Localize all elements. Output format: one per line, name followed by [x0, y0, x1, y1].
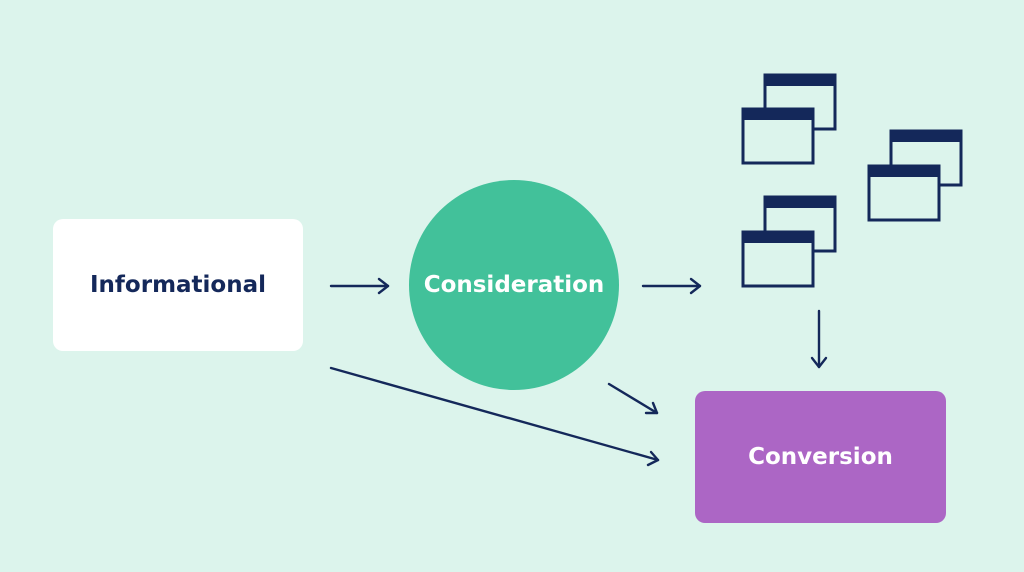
- arrow-consideration-to-pages: [641, 277, 702, 295]
- consideration-label: Consideration: [423, 272, 605, 298]
- informational-label: Informational: [89, 272, 267, 298]
- conversion-label: Conversion: [748, 444, 893, 470]
- consideration-circle: Consideration: [409, 180, 619, 390]
- arrow-pages-to-conversion: [810, 309, 828, 369]
- browser-windows-icon: [867, 129, 963, 222]
- browser-windows-icon: [741, 195, 837, 288]
- conversion-box: Conversion: [695, 391, 946, 523]
- informational-box: Informational: [53, 219, 303, 351]
- arrow-consideration-to-conversion: [607, 382, 659, 415]
- browser-windows-icon: [741, 73, 837, 165]
- arrow-informational-to-consideration: [329, 277, 390, 295]
- arrow-informational-to-conversion: [329, 366, 660, 467]
